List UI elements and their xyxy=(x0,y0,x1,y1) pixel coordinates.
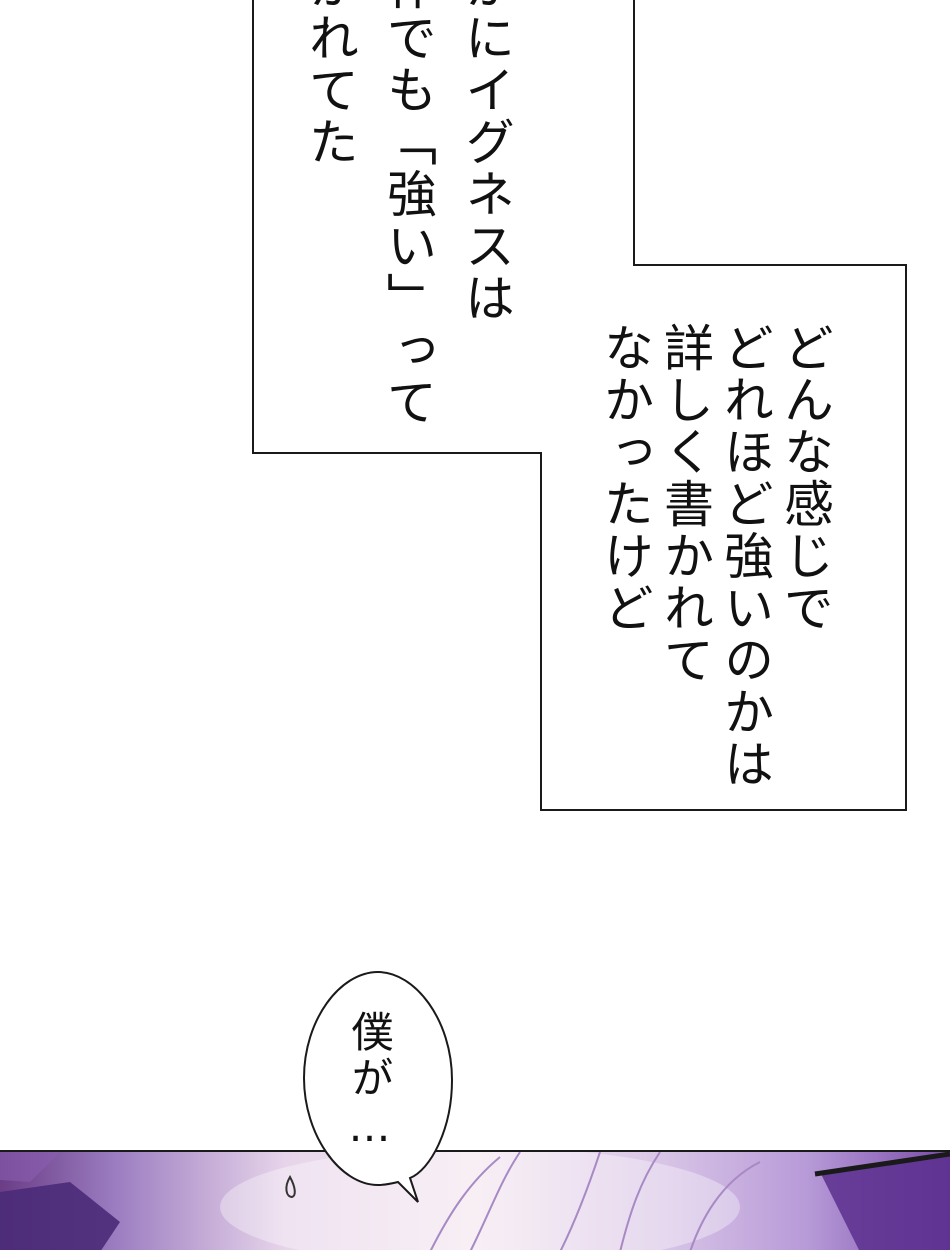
dark-cloth-shape xyxy=(0,1182,120,1250)
hair-strand-4 xyxy=(619,1152,661,1250)
narration-bottom-line-4: なかったけど xyxy=(596,322,654,634)
speech-bubble-text: 僕が… xyxy=(345,1010,394,1155)
hair-strand-1 xyxy=(429,1156,501,1250)
hair-strand-3 xyxy=(559,1152,601,1250)
narration-bottom-line-1: どんな感じで xyxy=(776,322,834,634)
hair-strand-5 xyxy=(689,1161,761,1250)
corner-stroke-right xyxy=(814,1152,950,1177)
shadow-shape-left xyxy=(0,1152,60,1182)
narration-bottom-line-3: 詳しく書かれて xyxy=(656,322,714,686)
dark-corner-right xyxy=(820,1152,950,1250)
narration-bottom-line-2: どれほど強いのかは xyxy=(716,322,774,790)
narration-bottom-text: どんな感じで どれほど強いのかは 詳しく書かれて なかったけど xyxy=(595,322,835,790)
speech-bubble-outline xyxy=(302,970,454,1203)
narration-top-line-1: かにイグネスは xyxy=(457,0,515,324)
hair-strand-2 xyxy=(469,1152,521,1250)
narration-top-line-3: かれてた xyxy=(301,0,359,168)
sweat-drop-icon xyxy=(285,1174,296,1199)
narration-box-top-border xyxy=(252,0,907,811)
narration-top-text: かにイグネスは 作でも「強い」って かれてた xyxy=(291,0,525,428)
narration-top-line-2: 作でも「強い」って xyxy=(379,0,437,428)
